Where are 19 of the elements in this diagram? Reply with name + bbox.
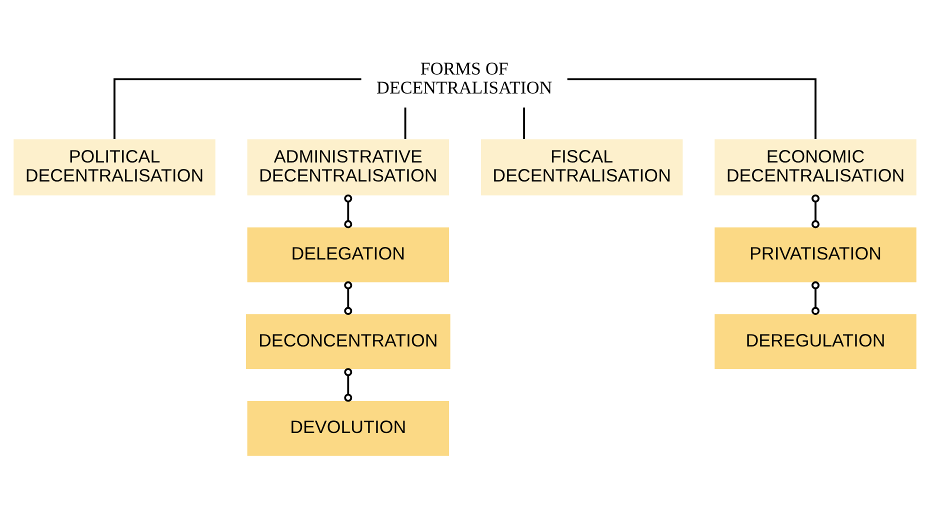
connector — [812, 280, 820, 314]
connector — [114, 78, 362, 138]
node-box: FISCAL DECENTRALISATION — [480, 138, 683, 195]
node-box: DEREGULATION — [714, 314, 916, 369]
node-box: POLITICAL DECENTRALISATION — [14, 138, 216, 195]
node-box: DECONCENTRATION — [246, 314, 450, 369]
connector — [344, 368, 352, 402]
node-text: FORMS OF DECENTRALISATION — [376, 58, 552, 97]
connector — [344, 194, 352, 228]
node-box: ECONOMIC DECENTRALISATION — [714, 138, 916, 195]
connector — [812, 194, 820, 228]
connector — [404, 107, 406, 138]
connector — [567, 78, 816, 138]
node-box: ADMINISTRATIVE DECENTRALISATION — [247, 138, 450, 195]
node-box: PRIVATISATION — [714, 226, 916, 282]
connector — [344, 280, 352, 314]
node-box: DELEGATION — [247, 226, 450, 282]
node-box: DEVOLUTION — [247, 400, 450, 456]
connector — [523, 107, 526, 138]
